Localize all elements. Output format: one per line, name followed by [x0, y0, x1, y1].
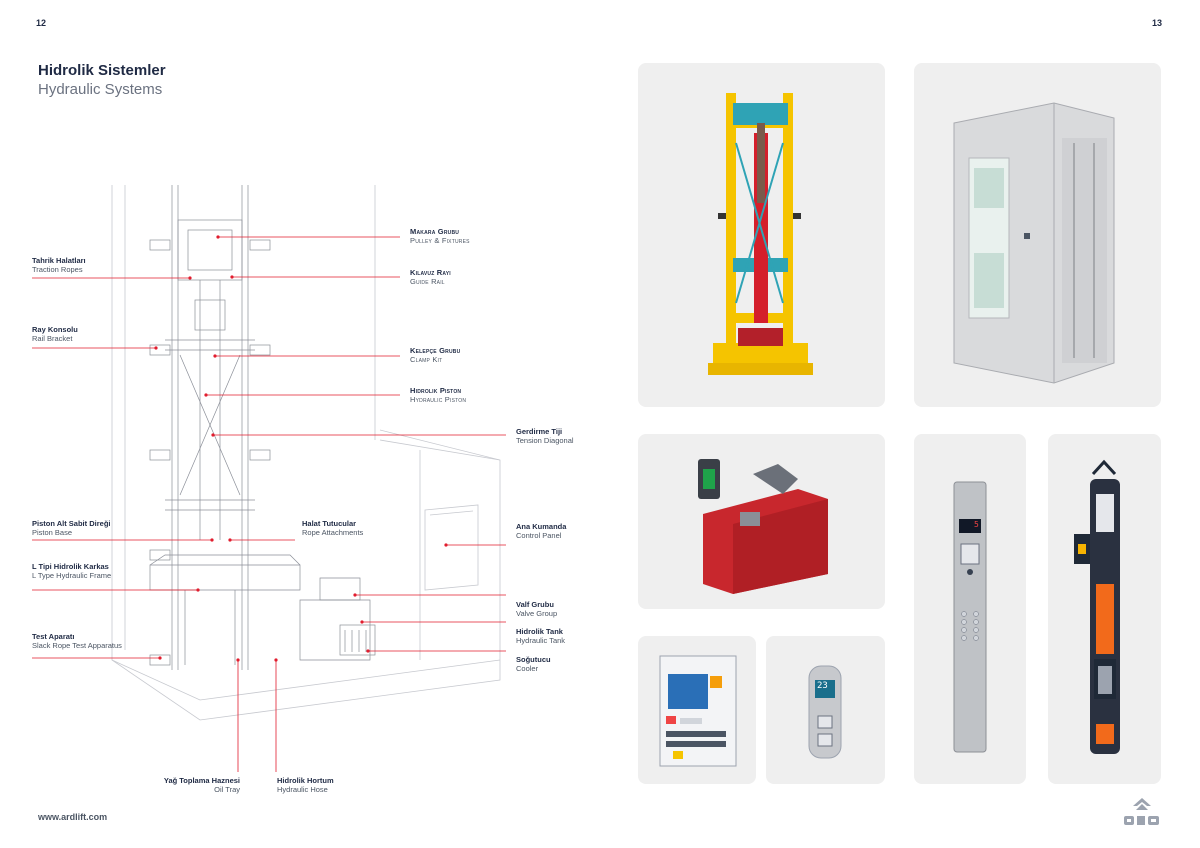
page-title: Hidrolik Sistemler	[38, 62, 166, 79]
page-subtitle: Hydraulic Systems	[38, 81, 163, 98]
operating-panel-image	[953, 481, 987, 753]
panel-floor-display: 5	[974, 520, 979, 529]
hall-button-floor-display: 23	[817, 681, 828, 691]
product-card-hydraulic-frame	[638, 63, 885, 407]
website-url: www.ardlift.com	[38, 812, 108, 822]
hydraulic-cylinder-image	[1074, 459, 1120, 754]
elevator-cabin-image	[953, 102, 1115, 384]
hydraulic-system-diagram	[32, 185, 506, 772]
product-card-operating-panel: 5	[914, 434, 1026, 784]
hydraulic-unit-image	[698, 459, 828, 594]
product-card-hydraulic-cylinder	[1048, 434, 1161, 784]
hall-button-image	[808, 665, 842, 759]
hydraulic-frame-image	[708, 93, 813, 375]
page-number-left: 12	[36, 18, 47, 28]
product-card-elevator-cabin	[914, 63, 1161, 407]
product-card-hall-button: 23	[766, 636, 885, 784]
product-card-hydraulic-unit	[638, 434, 885, 609]
controller-board-image	[659, 655, 737, 767]
ard-logo-icon	[1124, 798, 1159, 825]
page-number-right: 13	[1152, 18, 1163, 28]
product-card-controller-board	[638, 636, 756, 784]
